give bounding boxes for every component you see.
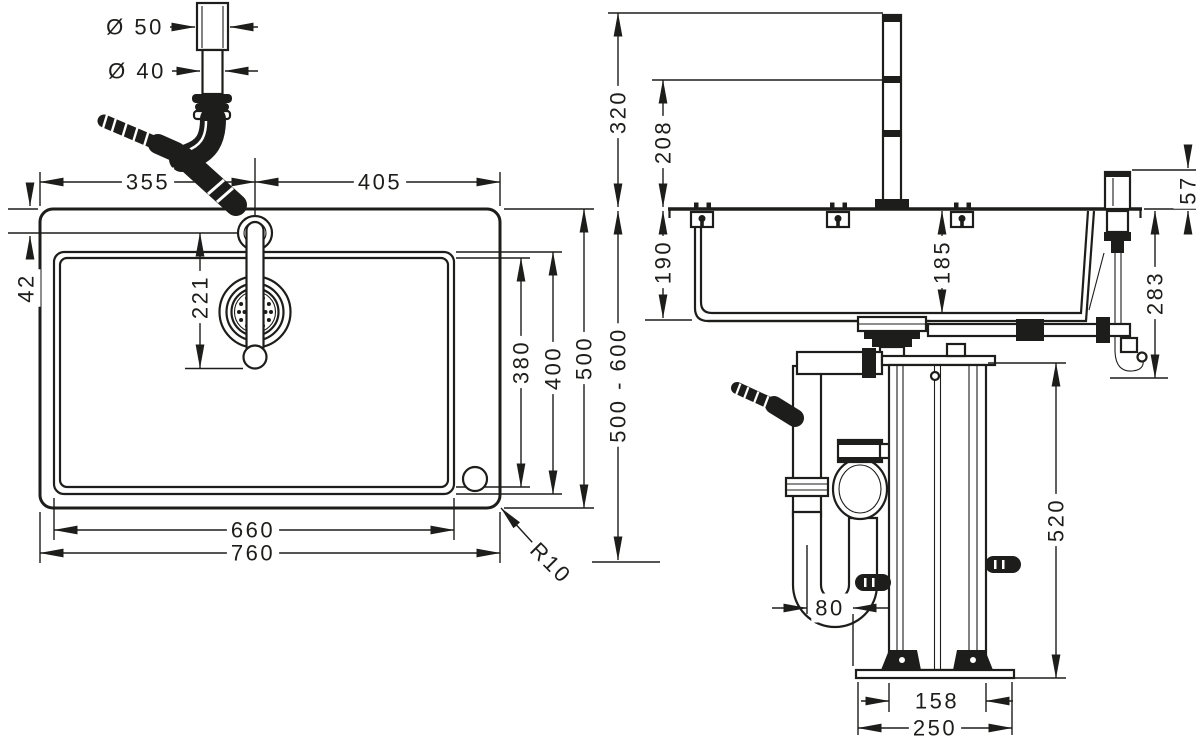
trap-nut — [784, 476, 830, 498]
bowl-section — [693, 210, 1096, 323]
dim-label-d50: Ø 50 — [102, 12, 168, 42]
dim-text-221: 221 — [188, 275, 213, 319]
dim-text-42: 42 — [14, 273, 39, 302]
sbox-unit — [854, 342, 1021, 680]
dim-label-283: 283 — [1140, 266, 1170, 320]
control-handle — [1088, 170, 1148, 372]
sbox-column — [887, 363, 988, 672]
dim-label-57: 57 — [1173, 171, 1200, 209]
dim-text-400: 400 — [541, 346, 566, 390]
mounting-clips — [689, 202, 975, 229]
dim-text-760: 760 — [231, 541, 275, 566]
dim-label-355: 355 — [121, 167, 175, 197]
dim-label-221: 221 — [185, 270, 215, 324]
dim-text-500: 500 — [572, 336, 597, 380]
sbox-top-bolt — [945, 342, 967, 358]
dim-label-190: 190 — [648, 235, 678, 289]
dim-label-d40: Ø 40 — [104, 56, 170, 86]
accessory-hole — [461, 465, 489, 493]
drain-assembly — [856, 315, 1139, 361]
clip — [689, 202, 715, 229]
dim-label-405: 405 — [353, 167, 407, 197]
dim-label-r10: R10 — [520, 532, 582, 594]
dim-label-660: 660 — [226, 515, 280, 545]
front-view: 320 208 190 185 57 283 500 - 600 520 80 … — [592, 12, 1200, 738]
dim-text-355: 355 — [126, 170, 170, 195]
dim-label-380: 380 — [506, 335, 536, 389]
dim-label-400: 400 — [538, 341, 568, 395]
sbox-hole — [929, 370, 941, 382]
lever-handle — [245, 220, 265, 357]
sbox-base-plate — [854, 668, 1016, 680]
dim-label-500: 500 — [569, 331, 599, 385]
dim-text-190: 190 — [651, 240, 676, 284]
dim-text-320: 320 — [606, 90, 631, 134]
trap-pipe-d40 — [201, 48, 224, 96]
lever-tip — [242, 344, 268, 370]
dim-label-250: 250 — [908, 713, 962, 738]
dim-text-d50: Ø 50 — [106, 15, 164, 40]
dim-label-42: 42 — [11, 269, 41, 307]
dim-label-185: 185 — [927, 235, 957, 289]
dim-text-80: 80 — [815, 596, 844, 621]
linkage-ball — [1136, 351, 1148, 363]
dim-text-185: 185 — [930, 240, 955, 284]
faucet-column — [875, 13, 909, 208]
worktop-rim — [668, 207, 1142, 218]
tap-and-lever — [236, 214, 274, 370]
dim-label-320: 320 — [603, 85, 633, 139]
sink-outer-edge — [38, 207, 502, 510]
dim-text-660: 660 — [231, 518, 275, 543]
trap-plan-assembly — [97, 1, 247, 216]
clip — [949, 202, 975, 229]
dishwasher-hose-corrugation — [734, 383, 770, 410]
hose-corrugation — [101, 114, 150, 147]
clip — [825, 202, 851, 229]
trap-bulb — [831, 457, 889, 521]
dim-text-283: 283 — [1143, 271, 1168, 315]
top-view: Ø 50 Ø 40 355 405 42 221 380 400 500 660… — [8, 1, 599, 594]
dim-label-500-600: 500 - 600 — [603, 323, 633, 447]
dim-text-380: 380 — [509, 340, 534, 384]
dim-text-250: 250 — [913, 716, 957, 738]
dim-label-760: 760 — [226, 538, 280, 568]
dim-label-158: 158 — [910, 686, 964, 716]
dim-text-208: 208 — [651, 120, 676, 164]
dim-text-500-600: 500 - 600 — [606, 327, 631, 442]
trap-outlet-pipe — [173, 147, 247, 216]
dim-text-57: 57 — [1176, 175, 1200, 204]
dim-text-d40: Ø 40 — [108, 59, 166, 84]
dim-text-520: 520 — [1044, 498, 1069, 542]
dim-label-208: 208 — [648, 115, 678, 169]
dim-label-80: 80 — [811, 593, 849, 623]
dim-text-405: 405 — [358, 170, 402, 195]
faucet-base — [875, 199, 909, 208]
dim-text-158: 158 — [915, 689, 959, 714]
dim-label-520: 520 — [1041, 493, 1071, 547]
sbox-top-plate — [880, 354, 997, 367]
sink-outline — [38, 207, 502, 510]
